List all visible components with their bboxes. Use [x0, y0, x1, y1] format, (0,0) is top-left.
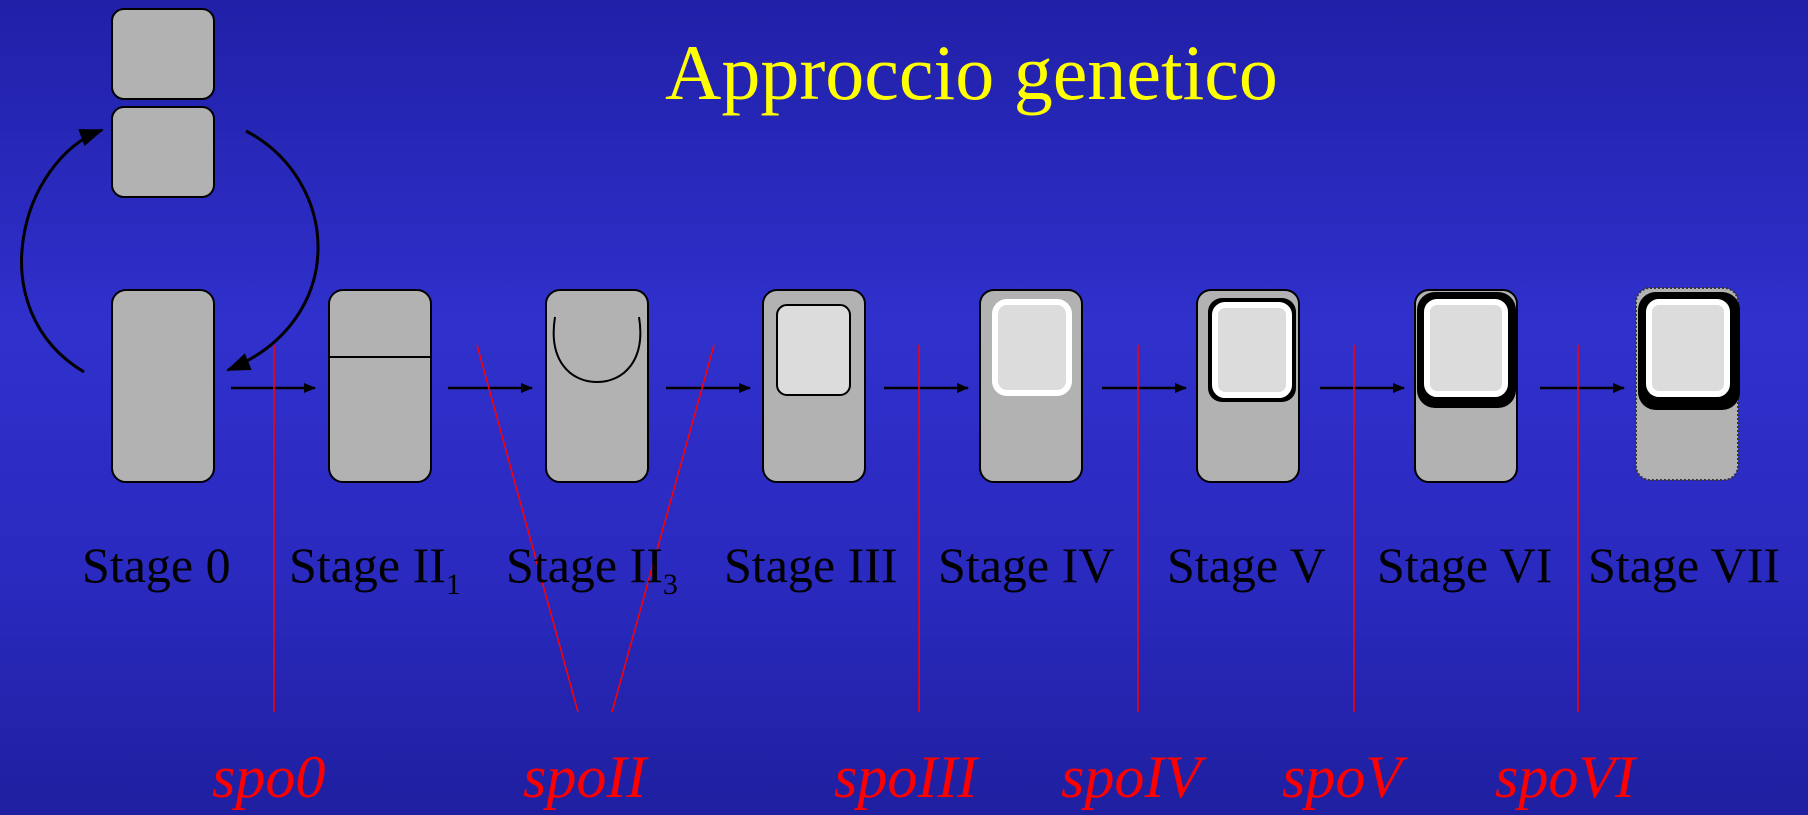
stage-label: Stage III	[724, 537, 898, 593]
forespore-stage-VII	[1646, 299, 1730, 397]
gene-label: spoIII	[834, 744, 978, 810]
slide-title: Approccio genetico	[665, 29, 1278, 116]
stage-label: Stage II1	[289, 537, 461, 601]
gene-label: spoV	[1282, 744, 1402, 810]
forespore-stage-IV	[992, 299, 1072, 396]
stage-label: Stage IV	[938, 537, 1115, 593]
engulfing-septum	[552, 316, 642, 384]
dividing-cell-top	[111, 8, 215, 100]
gene-label: spoII	[523, 744, 647, 810]
stage-label: Stage II3	[506, 537, 678, 601]
gene-label: spo0	[212, 744, 326, 810]
cycle-arrow-right	[226, 129, 320, 372]
stage-label: Stage VII	[1588, 537, 1781, 593]
stage-label: Stage 0	[82, 537, 231, 593]
cell-stage-0	[111, 289, 215, 483]
block-line-spoII-left	[476, 344, 579, 713]
forespore-stage-V	[1212, 302, 1292, 398]
cell-stage-II3	[545, 289, 649, 483]
cycle-arrow-left	[20, 128, 104, 374]
gene-label: spoVI	[1495, 744, 1635, 810]
stage-label: Stage VI	[1377, 537, 1553, 593]
gene-label: spoIV	[1061, 744, 1201, 810]
forespore-stage-III	[776, 304, 851, 396]
forespore-stage-VI	[1424, 299, 1508, 397]
dividing-cell-bottom	[111, 106, 215, 198]
cell-stage-II1	[328, 289, 432, 483]
stage-label: Stage V	[1167, 537, 1326, 593]
block-line-spoII-right	[611, 344, 715, 713]
